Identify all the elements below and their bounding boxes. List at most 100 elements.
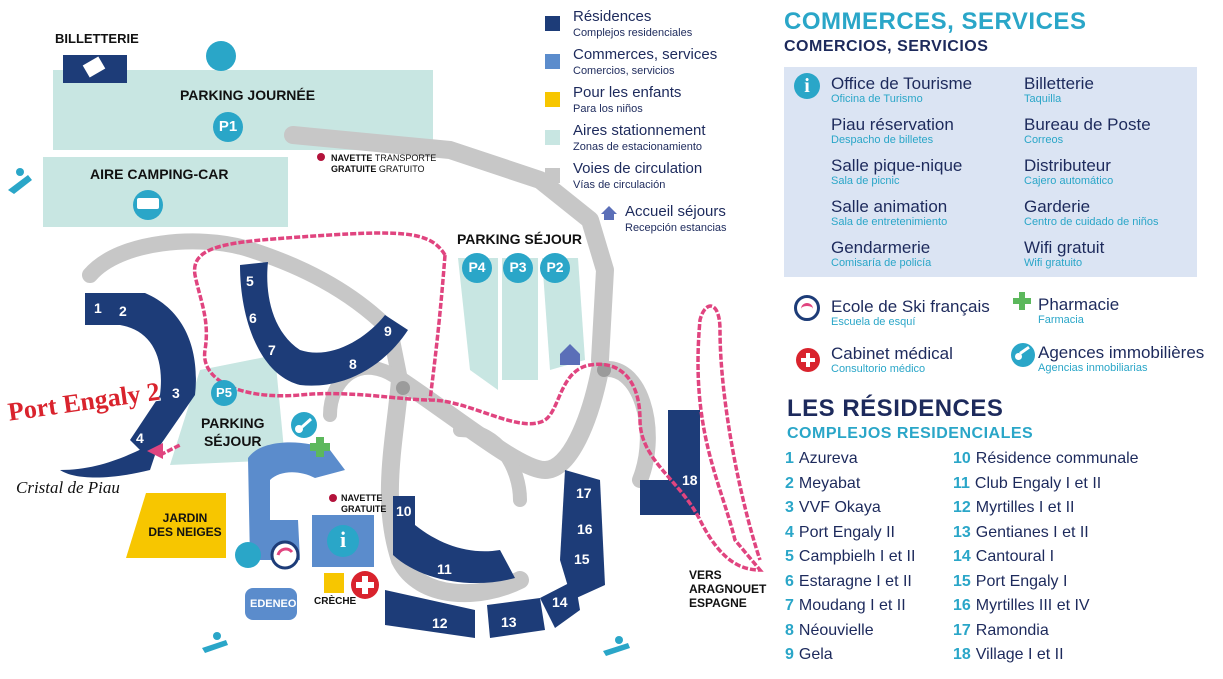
info-icon: i [794, 73, 820, 99]
building-16: 16 [577, 521, 593, 537]
ski-school-icon-legend [794, 295, 820, 321]
legend-item-circulation: Voies de circulation Vías de circulación [545, 160, 775, 198]
roundabout-left [396, 381, 410, 395]
services-heading: COMMERCES, SERVICES [784, 8, 1087, 35]
pharmacy-icon [310, 437, 330, 457]
info-marker [327, 525, 359, 557]
legend-swatch [545, 16, 560, 31]
label-navette-top: NAVETTE TRANSPORTE GRATUITE GRATUITO [331, 153, 437, 174]
legend-swatch [545, 92, 560, 107]
p5-label: P5 [216, 385, 232, 400]
legend-item-enfants: Pour les enfants Para los niños [545, 84, 775, 122]
services-subheading: COMERCIOS, SERVICIOS [784, 38, 989, 55]
ticket-icon [82, 56, 106, 78]
p1-label: P1 [218, 118, 238, 135]
parking-sejour-right-area [458, 258, 585, 390]
ski-school-icon [270, 540, 300, 570]
parking-sejour-left-area [170, 355, 285, 465]
legend-item-stationnement: Aires stationnement Zonas de estacionami… [545, 122, 775, 160]
p2-label: P2 [546, 259, 564, 275]
building-1: 1 [94, 300, 102, 316]
accueil-icon [560, 344, 580, 365]
building-11: 11 [437, 561, 452, 577]
building-13: 13 [501, 614, 517, 630]
residence-buildings [85, 262, 700, 638]
route-arrow [147, 443, 163, 459]
restroom-icon-bottom [235, 542, 261, 568]
building-2: 2 [119, 303, 127, 319]
p4-label: P4 [468, 259, 486, 275]
house-icon [601, 206, 617, 214]
label-cristal-de-piau: Cristal de Piau [16, 478, 120, 497]
label-edeneo: EDENEO [250, 598, 297, 610]
residences-heading: LES RÉSIDENCES [787, 395, 1004, 422]
legend-swatch [545, 168, 560, 183]
legend-item-commerces: Commerces, services Comercios, servicios [545, 46, 775, 84]
medical-icon-legend [796, 348, 820, 372]
jardin-des-neiges-area [126, 493, 226, 558]
info-label: i [339, 527, 347, 552]
label-billetterie: BILLETTERIE [55, 31, 139, 46]
legend-swatch [545, 130, 560, 145]
label-parking-sejour: PARKING SÉJOUR [457, 231, 582, 247]
aire-camping-car-area [43, 157, 288, 227]
building-10: 10 [396, 503, 412, 519]
navette-bottom-dot [329, 494, 337, 502]
building-8: 8 [349, 356, 357, 372]
label-aire-camping-car: AIRE CAMPING-CAR [90, 166, 229, 182]
building-12: 12 [432, 615, 448, 631]
building-3: 3 [172, 385, 180, 401]
port-engaly-2-building [60, 440, 160, 478]
parking-markers [211, 112, 570, 406]
label-creche: CRÈCHE [314, 596, 357, 607]
pharmacy-icon-legend [1013, 292, 1031, 310]
p3-label: P3 [509, 259, 527, 275]
commerce-buildings [245, 442, 374, 620]
navette-top-dot [317, 153, 325, 161]
skier-icons [8, 168, 630, 656]
building-18: 18 [682, 472, 698, 488]
building-4: 4 [136, 430, 144, 446]
building-5: 5 [246, 273, 254, 289]
key-icon-legend [1011, 343, 1035, 367]
building-15: 15 [574, 551, 590, 567]
route-path [159, 231, 764, 572]
legend-item-residences: Résidences Complejos residenciales [545, 8, 775, 46]
building-7: 7 [268, 342, 276, 358]
